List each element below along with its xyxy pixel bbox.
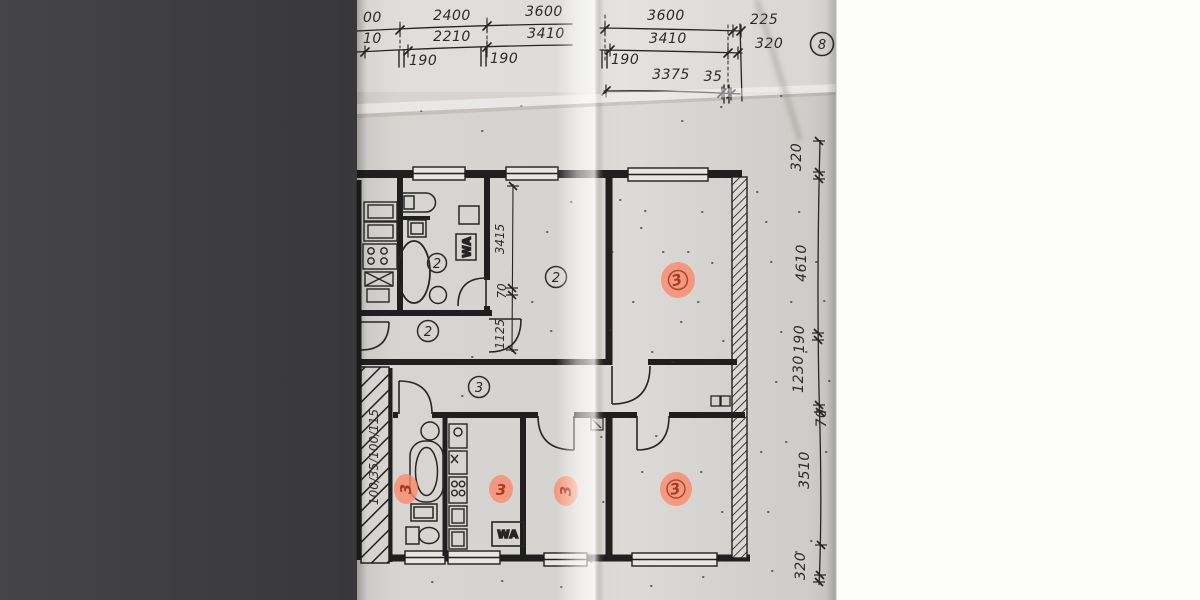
shower-tray bbox=[401, 192, 437, 213]
dim-label: 10 bbox=[363, 31, 382, 47]
kitchen-fixtures-upper bbox=[362, 201, 398, 303]
dim-label: 3410 bbox=[649, 31, 687, 47]
dim-label: 3375 bbox=[652, 67, 690, 83]
dim-line-row1 bbox=[356, 23, 743, 32]
wa-label: WA bbox=[461, 236, 474, 257]
dim-label: 3600 bbox=[647, 8, 685, 24]
highlight-markers: 3 3 3 3 3 bbox=[394, 262, 695, 506]
horizontal-fold-crease bbox=[357, 84, 836, 114]
window bbox=[412, 166, 466, 181]
stair-wall-dimension: 100/35/100/115 bbox=[367, 409, 381, 505]
toilet-lower bbox=[405, 526, 440, 545]
windows bbox=[404, 166, 718, 567]
window bbox=[505, 166, 559, 181]
interior-walls bbox=[357, 177, 745, 562]
cabinet bbox=[458, 205, 480, 225]
dim-label: 35 bbox=[704, 69, 723, 85]
dim-line-row2 bbox=[356, 44, 743, 54]
socket-box bbox=[720, 395, 731, 407]
bathroom-fixtures-lower bbox=[405, 421, 444, 545]
room-number: 2 bbox=[433, 257, 441, 272]
exterior-walls bbox=[356, 170, 750, 562]
dim-line-right-connector bbox=[739, 23, 743, 102]
highlight-marker-room3-upper: 3 bbox=[661, 262, 695, 298]
dim-label: 2400 bbox=[433, 8, 471, 24]
dim-label: 320 bbox=[793, 552, 809, 580]
window bbox=[404, 550, 446, 565]
room-circle-upper-bath: 2 bbox=[426, 252, 448, 274]
paper-right-edge-shadow bbox=[826, 0, 836, 600]
horizontal-fold-shadow bbox=[357, 92, 836, 118]
washing-machine-lower: WA bbox=[491, 521, 525, 547]
scan-speckles bbox=[420, 95, 831, 588]
cistern bbox=[407, 219, 427, 238]
door-corridor-to-big-room bbox=[611, 365, 651, 405]
door-lower-bath bbox=[398, 380, 433, 415]
kitchen-fixtures-lower bbox=[448, 423, 468, 550]
washing-machine-upper: WA bbox=[455, 233, 477, 261]
dim-label: 1230 bbox=[791, 355, 807, 393]
socket-box bbox=[710, 395, 721, 407]
top-dimension-chains: 00 2400 3600 3600 225 10 2210 3410 3410 … bbox=[356, 4, 783, 104]
marker-number: 3 bbox=[397, 484, 415, 494]
dim-label: 2210 bbox=[433, 29, 471, 45]
toilet-upper bbox=[428, 285, 448, 305]
marker-number: 3 bbox=[670, 270, 684, 290]
dim-label: 00 bbox=[363, 10, 382, 26]
bathtub-lower bbox=[409, 440, 444, 503]
paper-left-edge-shadow bbox=[357, 0, 367, 600]
wa-label: WA bbox=[497, 528, 518, 541]
marker-number: 3 bbox=[496, 481, 506, 499]
sheet-number: 8 bbox=[818, 38, 826, 53]
dim-label: 3510 bbox=[797, 451, 813, 489]
dim-label: 190 bbox=[611, 52, 639, 68]
inner-dim-line bbox=[511, 183, 514, 353]
dim-label: 1125 bbox=[493, 319, 507, 350]
dim-label: 70 bbox=[495, 283, 509, 299]
dim-label: 4610 bbox=[794, 244, 810, 282]
marker-number: 3 bbox=[668, 479, 681, 499]
bathtub-upper bbox=[397, 240, 431, 304]
highlight-marker-bath-lower: 3 bbox=[394, 474, 418, 504]
vertical-fold-crease bbox=[556, 0, 604, 600]
dim-label: 190 bbox=[792, 325, 808, 353]
window bbox=[447, 550, 501, 565]
window bbox=[627, 167, 709, 182]
basin-lower bbox=[420, 421, 440, 441]
room-circle-upper-hall: 2 bbox=[416, 319, 440, 343]
room-circle-corridor: 3 bbox=[467, 375, 491, 399]
room-number-circles: 2 2 2 3 bbox=[416, 252, 568, 399]
highlight-marker-room3-left: 3 bbox=[489, 475, 513, 503]
sink-lower bbox=[410, 503, 438, 522]
room-number: 3 bbox=[475, 381, 483, 396]
room-number: 2 bbox=[424, 325, 432, 340]
white-backdrop bbox=[836, 0, 1200, 600]
dim-label: 3415 bbox=[493, 224, 507, 255]
right-exterior-wall-hatched bbox=[731, 176, 748, 559]
stove-lower bbox=[448, 476, 468, 504]
highlight-marker-room3-right: 3 bbox=[660, 472, 692, 506]
dark-backdrop bbox=[0, 0, 357, 600]
paper-creases bbox=[357, 0, 837, 600]
door-upper-bath bbox=[457, 277, 487, 307]
right-dimension-chain: 320 4610 190 1230 70 3510 320 bbox=[789, 136, 830, 587]
inner-dimension-chain: 3415 70 1125 bbox=[493, 181, 520, 355]
dim-label: 190 bbox=[409, 53, 437, 69]
dim-label: 320 bbox=[789, 143, 805, 171]
door-hall-to-room bbox=[488, 318, 522, 353]
door-bottom-right-room bbox=[636, 415, 670, 451]
dim-label: 190 bbox=[490, 51, 518, 67]
dim-label: 3600 bbox=[525, 4, 563, 20]
window bbox=[631, 552, 718, 567]
diagonal-fold-shadow bbox=[754, 0, 803, 141]
right-dim-line bbox=[817, 139, 822, 586]
dim-label: 3410 bbox=[527, 26, 565, 42]
bathroom-fixtures-upper: WA bbox=[397, 192, 480, 305]
